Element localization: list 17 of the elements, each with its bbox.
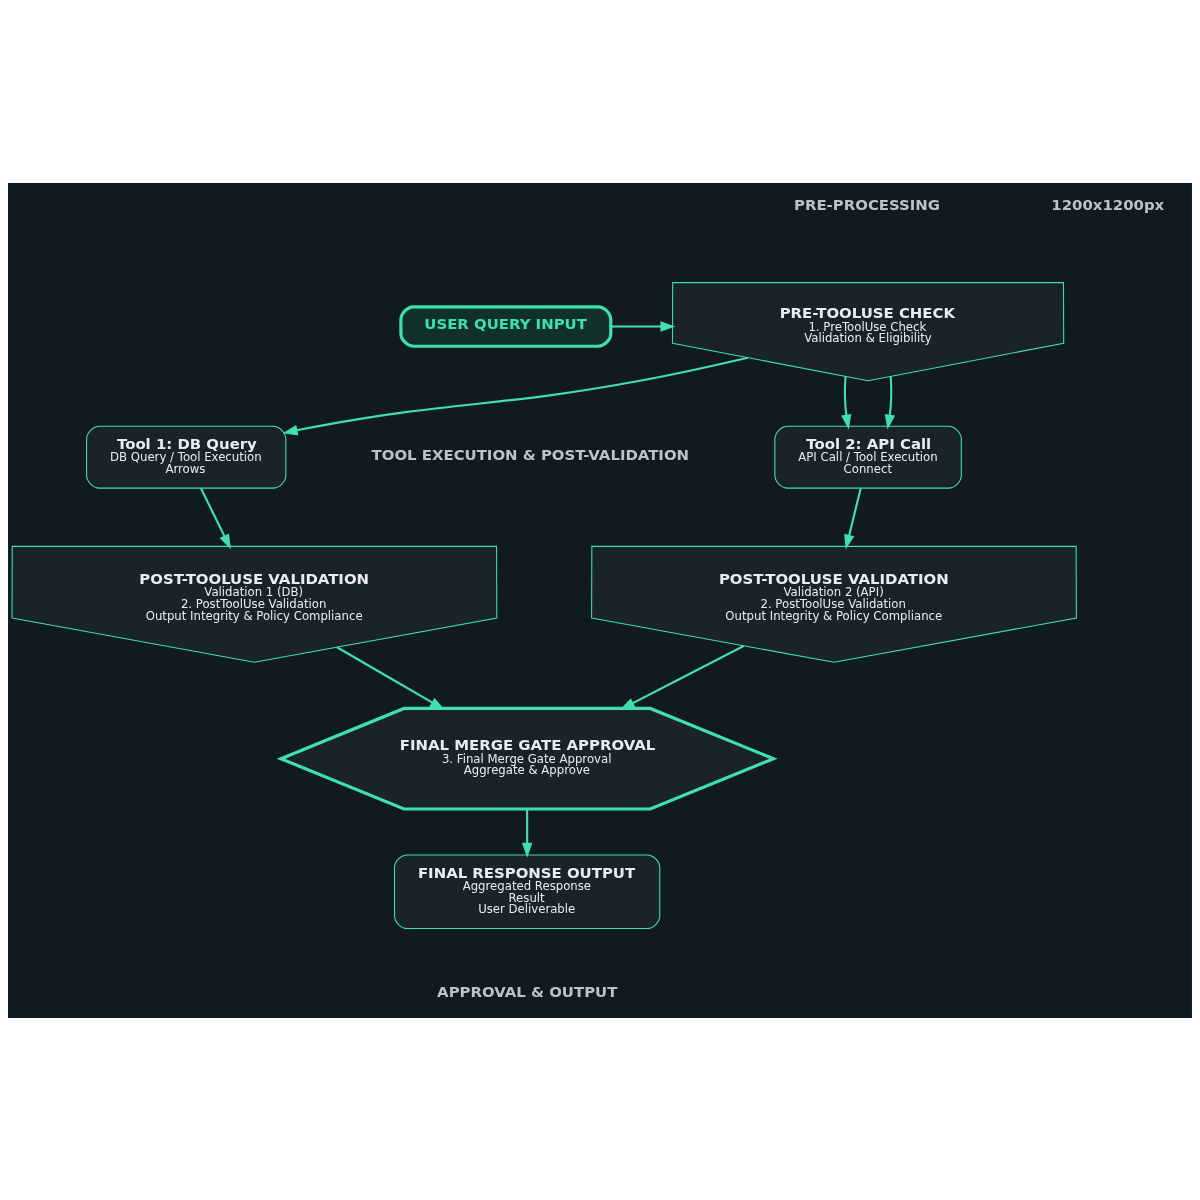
- node-box: USER QUERY INPUT: [399, 304, 613, 348]
- arrow: [610, 320, 676, 332]
- arrow: [200, 487, 231, 549]
- label: 1200x1200px: [1051, 195, 1165, 214]
- label: TOOL EXECUTION & POST-VALIDATION: [371, 445, 690, 464]
- node-box: FINAL RESPONSE OUTPUT Aggregated Response Result User Deliverable: [393, 853, 661, 929]
- arrow: [282, 356, 749, 435]
- label: APPROVAL & OUTPUT: [437, 982, 618, 1001]
- arrow: [619, 644, 745, 710]
- arrow: [841, 376, 852, 429]
- arrow: [844, 487, 862, 549]
- arrow: [336, 645, 445, 710]
- node-box: Tool 1: DB Query DB Query / Tool Execution Arrows: [86, 425, 287, 489]
- label: PRE-PROCESSING: [794, 195, 941, 214]
- arrow: [521, 808, 533, 858]
- node-box: Tool 2: API Call API Call / Tool Execution Connect: [774, 425, 962, 489]
- arrow: [884, 376, 896, 429]
